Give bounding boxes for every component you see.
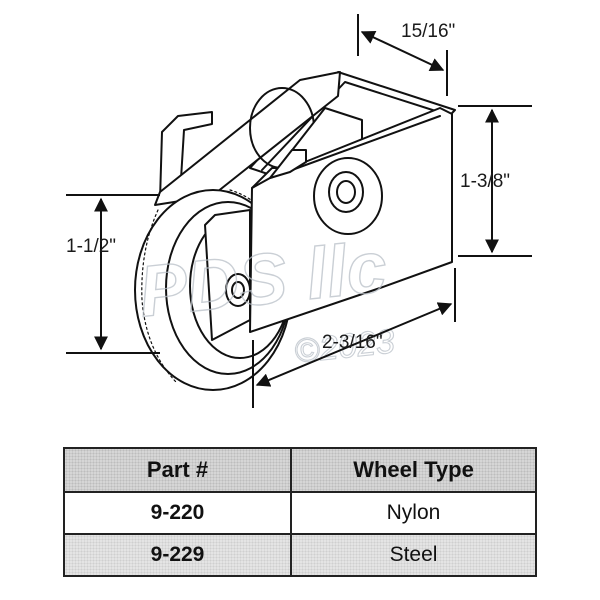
- wheel-tread-marks: [141, 209, 177, 383]
- length-label: 2-3/16": [322, 332, 383, 353]
- axle-bracket-arm: [204, 209, 251, 341]
- table-row: 9-229 Steel: [63, 533, 537, 577]
- roller-assembly-diagram: PDS llc ©2023 15/16" 1-3/8" 1-1/2" 2-3/1…: [66, 14, 532, 408]
- length-dimension-line: [255, 302, 453, 387]
- width-dimension-line: [360, 31, 445, 71]
- axle-rivet: [336, 180, 356, 204]
- table-row: 9-220 Nylon: [63, 491, 537, 535]
- wheel-axle-center: [231, 281, 245, 299]
- wheel-type-cell: Steel: [290, 533, 537, 577]
- front-mount-tab: [269, 149, 307, 179]
- part-number-cell: 9-229: [63, 533, 292, 577]
- rear-mount-tab: [159, 111, 213, 201]
- wheel-height-label: 1-1/2": [66, 236, 116, 257]
- roller-illustration: [134, 71, 456, 391]
- housing-top-inner: [261, 81, 443, 171]
- header-wheel-type: Wheel Type: [290, 447, 537, 493]
- bracket-height-label: 1-3/8": [460, 171, 510, 192]
- parts-table: Part # Wheel Type 9-220 Nylon 9-229 Stee…: [63, 447, 537, 577]
- table-header-row: Part # Wheel Type: [63, 447, 537, 493]
- dimensions: [66, 14, 532, 408]
- width-label: 15/16": [401, 21, 455, 42]
- wheel-type-cell: Nylon: [290, 491, 537, 535]
- header-part-number: Part #: [63, 447, 292, 493]
- part-number-cell: 9-220: [63, 491, 292, 535]
